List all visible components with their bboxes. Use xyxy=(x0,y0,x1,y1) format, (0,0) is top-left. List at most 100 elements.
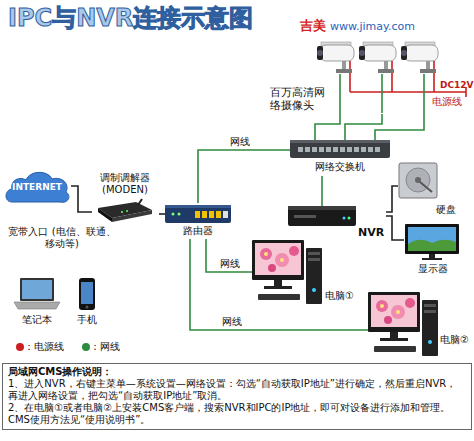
illustration-part xyxy=(315,74,340,140)
nvr-recorder-icon xyxy=(343,217,346,220)
network-cable xyxy=(190,239,368,330)
camera-group-icon xyxy=(317,46,323,60)
camera-group-icon xyxy=(317,50,323,56)
device-label: 路由器 xyxy=(165,225,231,237)
annotation-label: 宽带入口 (电信、联通、移动等) xyxy=(8,226,116,250)
modem-icon xyxy=(138,199,142,205)
modem-icon xyxy=(112,210,152,222)
computer-icon xyxy=(390,332,398,338)
computer-icon xyxy=(424,310,436,313)
router-icon xyxy=(209,211,214,218)
computer-icon xyxy=(274,280,282,286)
diagram-title: IPC与NVR连接示意图 xyxy=(8,4,253,33)
device-label: NVR xyxy=(358,226,384,239)
computer-icon xyxy=(371,295,417,327)
phone-icon xyxy=(79,278,95,310)
network-switch-icon xyxy=(312,147,317,152)
network-switch-icon xyxy=(290,140,390,158)
monitor-icon xyxy=(429,254,435,258)
illustration-part xyxy=(350,61,466,97)
computer-icon xyxy=(384,316,392,324)
computer-icon xyxy=(264,286,292,289)
computer-icon xyxy=(252,240,304,280)
device-label: INTERNET xyxy=(4,182,70,193)
router-icon xyxy=(165,205,231,223)
computer-icon xyxy=(428,340,432,344)
monitor-icon xyxy=(405,224,459,254)
computer: 电脑① xyxy=(252,240,360,308)
nvr-recorder: NVR xyxy=(288,206,386,242)
camera-group-icon xyxy=(268,40,458,76)
network-switch-icon xyxy=(340,147,345,152)
computer-icon xyxy=(275,253,289,267)
nvr-recorder-icon xyxy=(294,215,316,218)
network-wire xyxy=(315,74,424,140)
device-label: 手机 xyxy=(72,314,102,326)
illustration-part xyxy=(381,74,383,113)
router-icon xyxy=(172,213,175,216)
computer-icon xyxy=(255,243,301,275)
router-icon xyxy=(165,205,231,208)
laptop: 笔记本 xyxy=(12,278,63,328)
device-label: 百万高清网络摄像头 xyxy=(270,86,328,112)
nvr-recorder-icon xyxy=(288,206,356,226)
monitor-icon xyxy=(408,240,456,251)
hard-disk: 硬盘 xyxy=(398,160,460,218)
network-switch-icon xyxy=(305,147,310,152)
computer-icon xyxy=(376,300,388,312)
network-switch-icon xyxy=(319,147,324,152)
router: 路由器 xyxy=(165,203,232,239)
device-cable xyxy=(386,186,398,212)
monitor: 显示器 xyxy=(404,224,463,278)
hard-disk-icon xyxy=(398,160,438,200)
laptop-icon xyxy=(20,278,54,301)
notes-item: 1、进入NVR，右键主菜单—系统设置—网络设置：勾选“自动获取IP地址”进行确定… xyxy=(8,378,466,402)
modem: 调制调解器 (MODEN) xyxy=(92,172,159,224)
device-cable xyxy=(386,216,404,240)
hard-disk-icon xyxy=(420,182,432,192)
edge-label: 网线 xyxy=(220,316,244,328)
computer-icon xyxy=(424,304,436,307)
modem-icon xyxy=(98,208,112,222)
legend-swatch xyxy=(82,343,90,351)
network-switch-icon xyxy=(368,147,373,152)
device-label: 网络交换机 xyxy=(290,161,390,173)
phone-icon xyxy=(86,306,89,309)
camera-group-icon xyxy=(336,69,352,73)
network-switch-icon xyxy=(333,147,338,152)
router-icon xyxy=(223,211,228,218)
computer-icon xyxy=(380,304,384,308)
nvr-recorder-icon xyxy=(288,206,356,226)
network-cable xyxy=(206,239,252,272)
device-label: 调制调解器 (MODEN) xyxy=(92,172,158,196)
router-icon xyxy=(202,211,207,218)
camera-group-icon xyxy=(420,69,436,73)
camera-group-icon xyxy=(401,46,407,60)
network-switch-icon xyxy=(361,147,366,152)
device-label: 显示器 xyxy=(404,263,462,275)
edge-label: 网线 xyxy=(228,136,252,148)
device-cable xyxy=(71,186,92,212)
router-icon xyxy=(178,213,181,216)
device-cable xyxy=(159,213,165,215)
network-switch-icon xyxy=(326,147,331,152)
camera-group-icon xyxy=(404,45,438,61)
monitor-icon xyxy=(408,227,456,251)
router-icon xyxy=(165,205,231,223)
network-switch: 网络交换机 xyxy=(290,140,391,176)
camera-group-icon xyxy=(359,50,365,56)
annotation-label: 电源线 xyxy=(432,96,462,108)
camera-group-icon xyxy=(320,45,354,61)
computer-icon xyxy=(280,258,284,262)
computer-icon xyxy=(308,252,320,255)
phone-icon xyxy=(79,278,95,310)
computer-icon xyxy=(380,338,408,341)
computer-icon xyxy=(368,292,440,358)
edge-label: 网线 xyxy=(218,258,242,270)
computer-icon xyxy=(306,248,322,304)
computer-icon xyxy=(268,264,276,272)
network-switch-icon xyxy=(290,140,390,158)
network-switch-icon xyxy=(298,147,303,152)
hard-disk-icon xyxy=(399,163,437,198)
